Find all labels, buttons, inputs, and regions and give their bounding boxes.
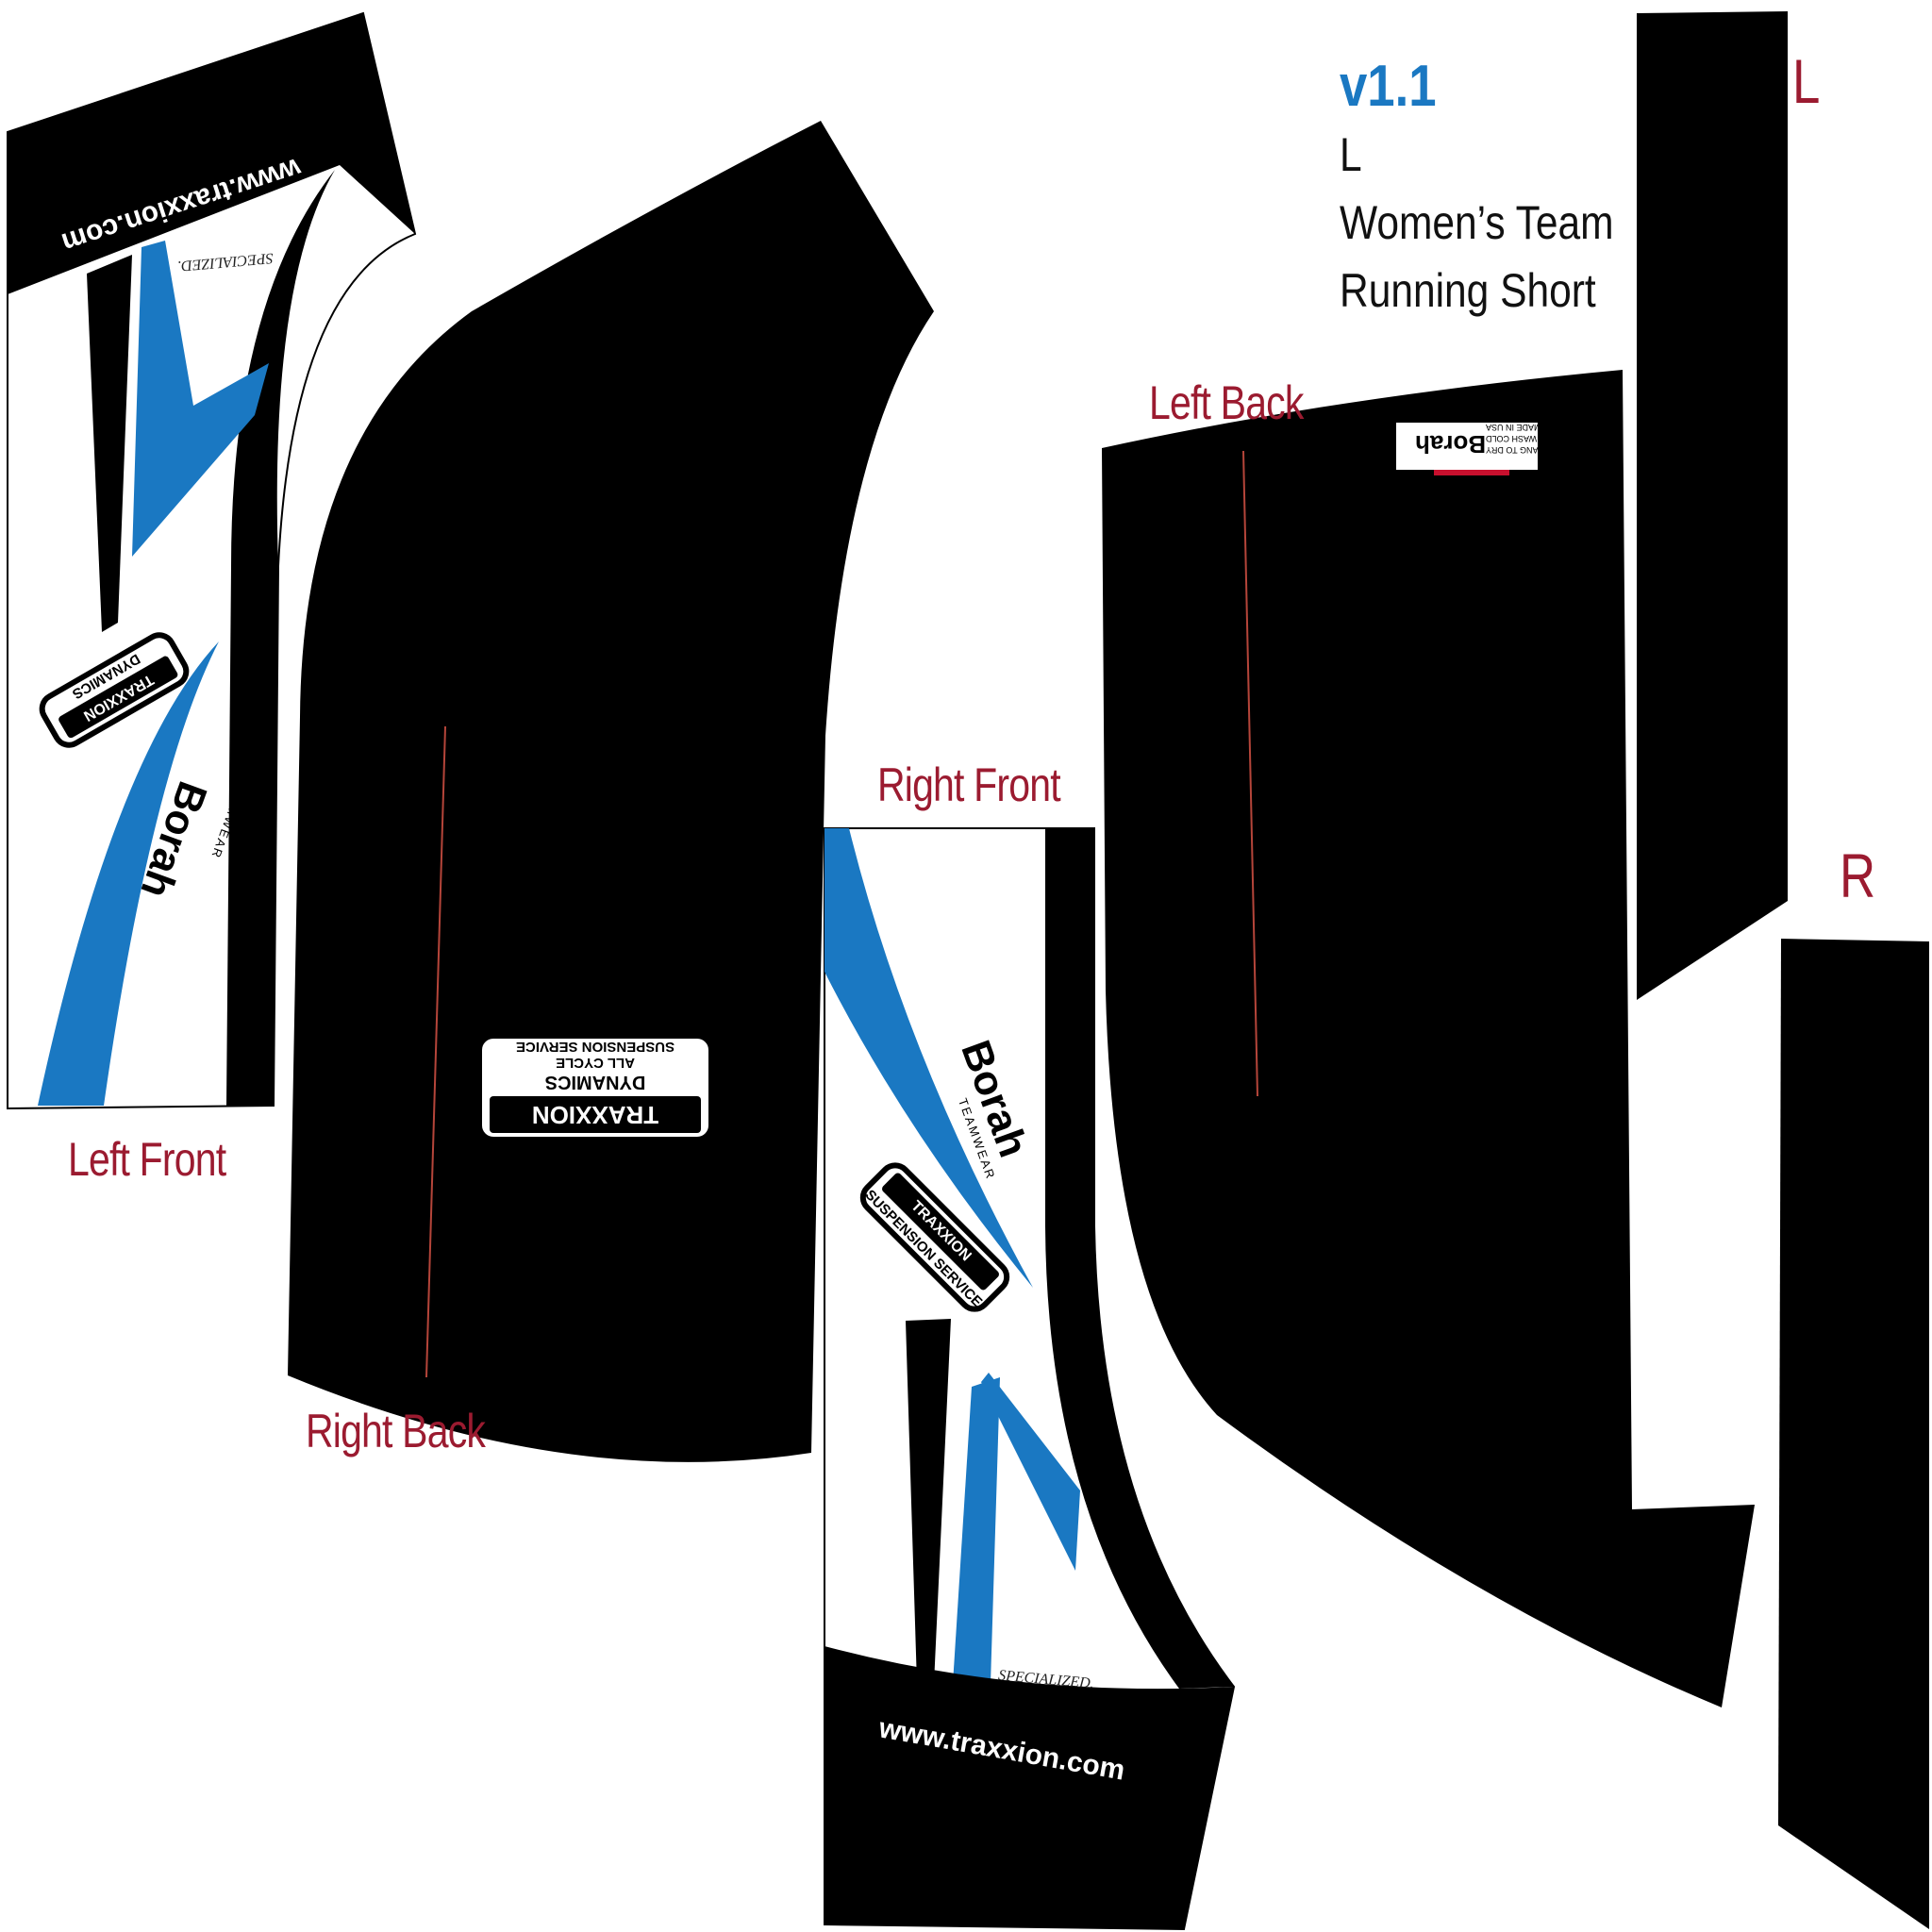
info-block: v1.1 L Women’s Team Running Short <box>1340 53 1662 325</box>
left-back-care-line3: HANG TO DRY <box>1486 445 1545 455</box>
right-waistband-strip <box>1778 939 1929 1929</box>
left-front-panel <box>7 11 417 1110</box>
left-back-care-brand: Borah <box>1415 430 1487 458</box>
left-back-label: Left Back <box>1149 376 1304 429</box>
left-back-care-line2: WASH COLD <box>1486 434 1538 443</box>
title-line-2: Running Short <box>1340 264 1596 317</box>
version-label: v1.1 <box>1340 54 1437 119</box>
left-front-label: Left Front <box>68 1133 226 1186</box>
right-back-label: Right Back <box>306 1405 486 1457</box>
size-label: L <box>1340 128 1362 181</box>
right-back-traxxion-logo: TRAXXION DYNAMICS ALL CYCLE SUSPENSION S… <box>476 1033 714 1142</box>
left-back-panel <box>1102 370 1755 1707</box>
right-back-traxxion-dynamics: DYNAMICS <box>544 1072 646 1092</box>
strip-l-label: L <box>1792 46 1821 116</box>
right-back-traxxion-service: SUSPENSION SERVICE <box>515 1039 675 1055</box>
title-line-1: Women’s Team <box>1340 196 1614 249</box>
left-back-care-line1: MADE IN USA <box>1486 423 1541 432</box>
right-back-panel <box>288 121 934 1462</box>
left-waistband-strip <box>1637 11 1788 1000</box>
strip-r-label: R <box>1840 841 1876 910</box>
right-back-traxxion-allcycle: ALL CYCLE <box>556 1055 635 1071</box>
right-front-panel <box>824 827 1236 1931</box>
right-back-traxxion-name: TRAXXION <box>490 1096 701 1133</box>
right-front-label: Right Front <box>877 758 1061 811</box>
